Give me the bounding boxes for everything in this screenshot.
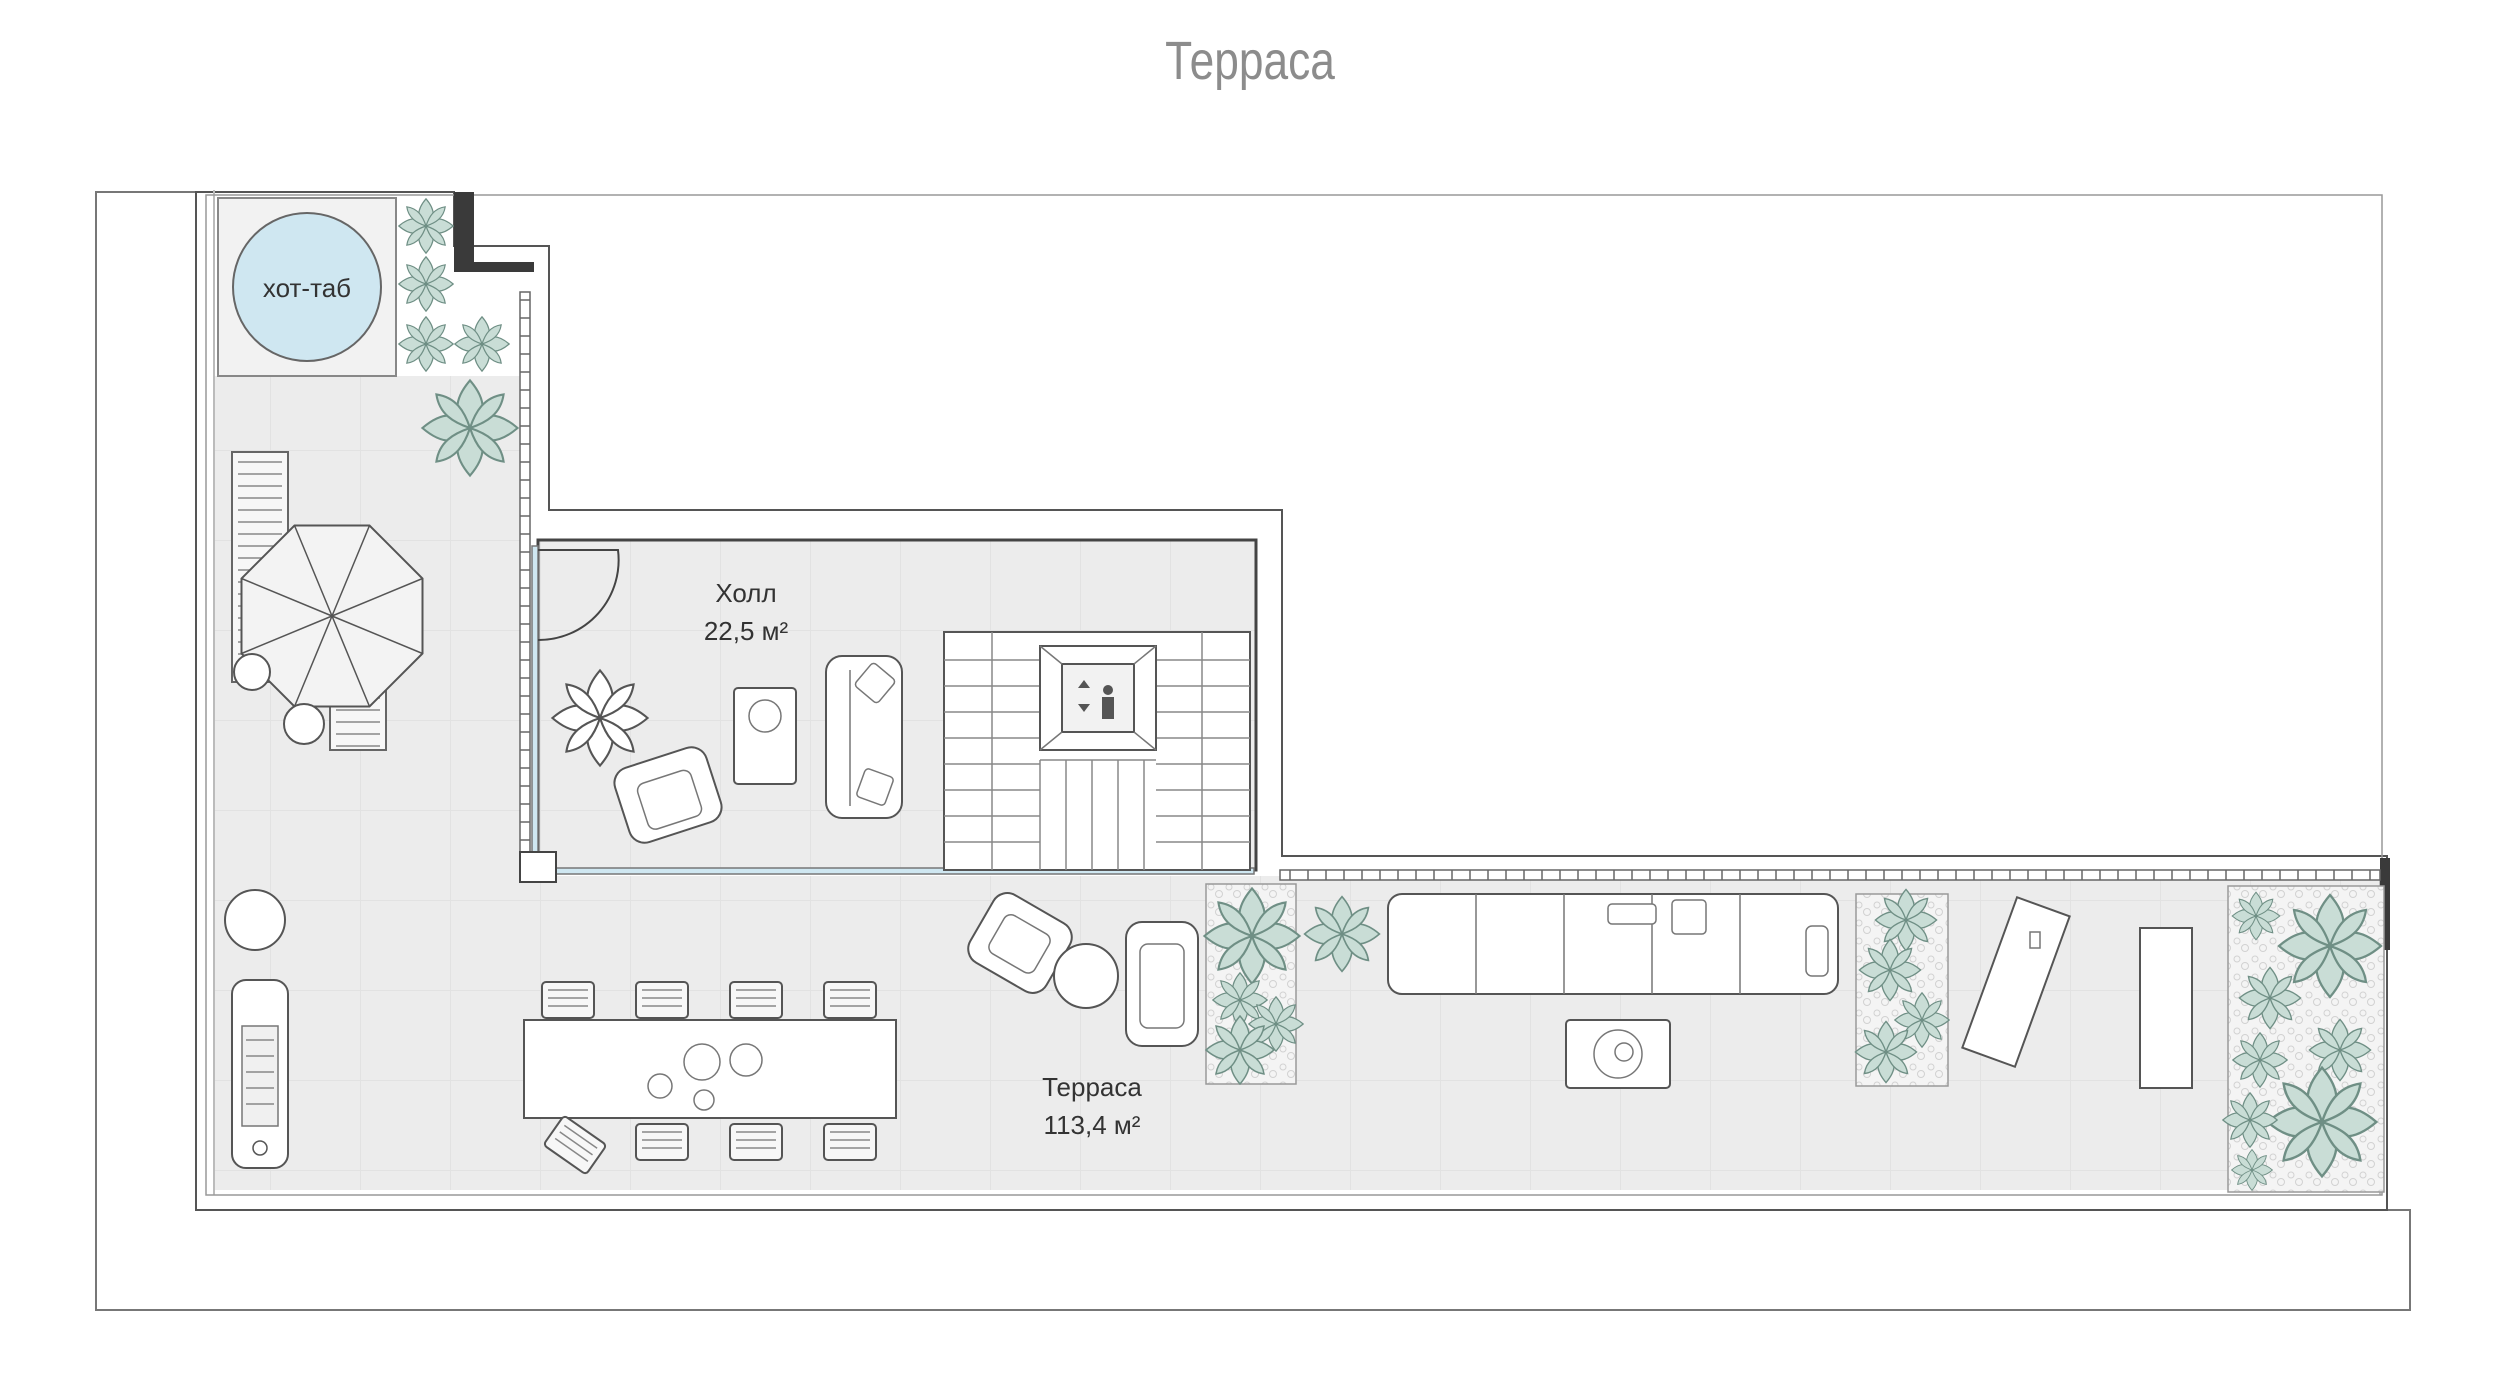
hall-coffee-table [733, 687, 797, 785]
side-table [224, 889, 286, 951]
hot-tub-label: хот-таб [263, 273, 351, 303]
terrace-armchair [967, 892, 1073, 994]
hot-tub[interactable]: хот-таб [217, 197, 397, 377]
hall-armchair [613, 746, 723, 844]
dining-set [523, 981, 897, 1176]
hall-door[interactable] [537, 549, 620, 642]
railing [519, 291, 2381, 881]
wall-right-cap [2380, 858, 2390, 950]
sunbed-east [1961, 895, 2193, 1089]
umbrella [233, 524, 424, 745]
room-name-hall: Холл [715, 578, 776, 608]
sofa-table [1565, 1019, 1671, 1089]
terrace-inner-edge [205, 194, 2383, 1196]
hall-plant [551, 669, 649, 767]
hall-corner-post [519, 851, 557, 883]
terrace-armchair-2 [1125, 921, 1199, 1047]
room-name-terrace: Терраса [1042, 1072, 1142, 1102]
terrace-round-table [1053, 943, 1119, 1009]
wall-corner [454, 192, 534, 272]
room-area-hall: 22,5 м² [704, 616, 789, 646]
long-sofa [1387, 893, 1839, 995]
stair-core [943, 631, 1251, 871]
grill [231, 979, 289, 1169]
room-area-terrace: 113,4 м² [1044, 1110, 1141, 1140]
hall-sofa [825, 655, 903, 819]
page-title: Терраса [1165, 31, 1335, 91]
lift-icon [1078, 680, 1114, 719]
